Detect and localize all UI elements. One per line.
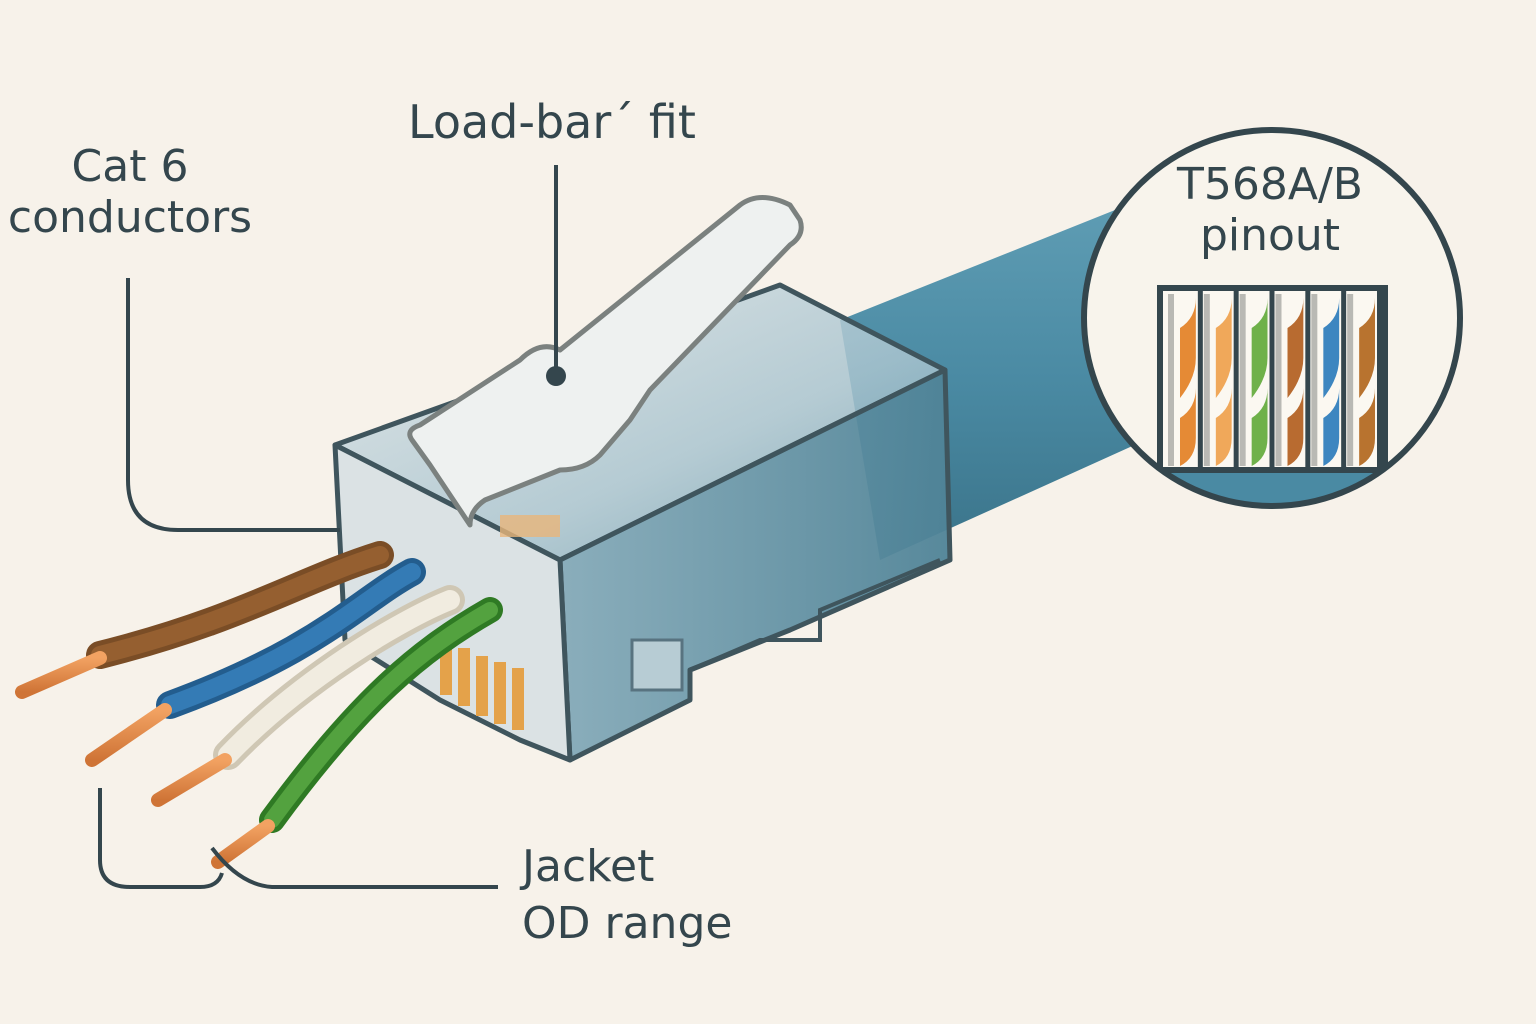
pinout-stripe-light-orange-white — [1215, 298, 1232, 466]
cat6-line2: conductors — [7, 191, 253, 243]
pinout-divider — [1168, 294, 1174, 466]
jacket-od-label: Jacket OD range — [522, 838, 732, 952]
pinout-line2: pinout — [1199, 209, 1341, 261]
pinout-line1: T568A/B — [1177, 159, 1363, 210]
pinout-bar — [1269, 288, 1275, 470]
load-bar-fit-text: Load-bar´ fit — [408, 95, 696, 149]
cat6-leader-line — [126, 278, 340, 532]
connector-window — [630, 638, 684, 692]
pinout-divider — [1311, 294, 1318, 466]
pinout-bar — [1377, 288, 1382, 470]
pinout-bar — [1305, 288, 1311, 470]
pinout-stripe-brown-white-2 — [1359, 298, 1375, 466]
pinout-divider — [1203, 294, 1210, 466]
jacket-line1: Jacket — [522, 841, 655, 892]
pinout-divider — [1347, 294, 1354, 466]
pinout-stripe-orange-white — [1180, 298, 1196, 466]
jacket-leader-line — [98, 788, 498, 889]
cat6-line1: Cat 6 — [71, 141, 189, 192]
pinout-stripe-green-white — [1251, 298, 1268, 466]
pinout-bar — [1341, 288, 1347, 470]
conductor-blue — [85, 558, 426, 767]
conductor-white — [151, 585, 465, 807]
conductor-green — [211, 597, 503, 869]
cat6-conductors-label: Cat 6 conductors — [0, 141, 260, 243]
load-bar-fit-label: Load-bar´ fit — [408, 96, 696, 149]
connector-bottom-notch — [689, 558, 941, 672]
pinout-divider — [1239, 294, 1246, 466]
conductor-brown — [15, 541, 394, 699]
pinout-stripe-blue-white — [1323, 298, 1340, 466]
pinout-label: T568A/B pinout — [1120, 159, 1420, 261]
pinout-stripe-brown-white — [1287, 298, 1304, 466]
jacket-line2: OD range — [522, 898, 733, 950]
gold-contacts — [440, 515, 560, 730]
pinout-grid — [1157, 285, 1388, 473]
pinout-bar — [1233, 288, 1239, 470]
load-bar-latch — [407, 195, 804, 528]
pinout-divider — [1275, 294, 1282, 466]
pinout-bar — [1197, 288, 1203, 470]
